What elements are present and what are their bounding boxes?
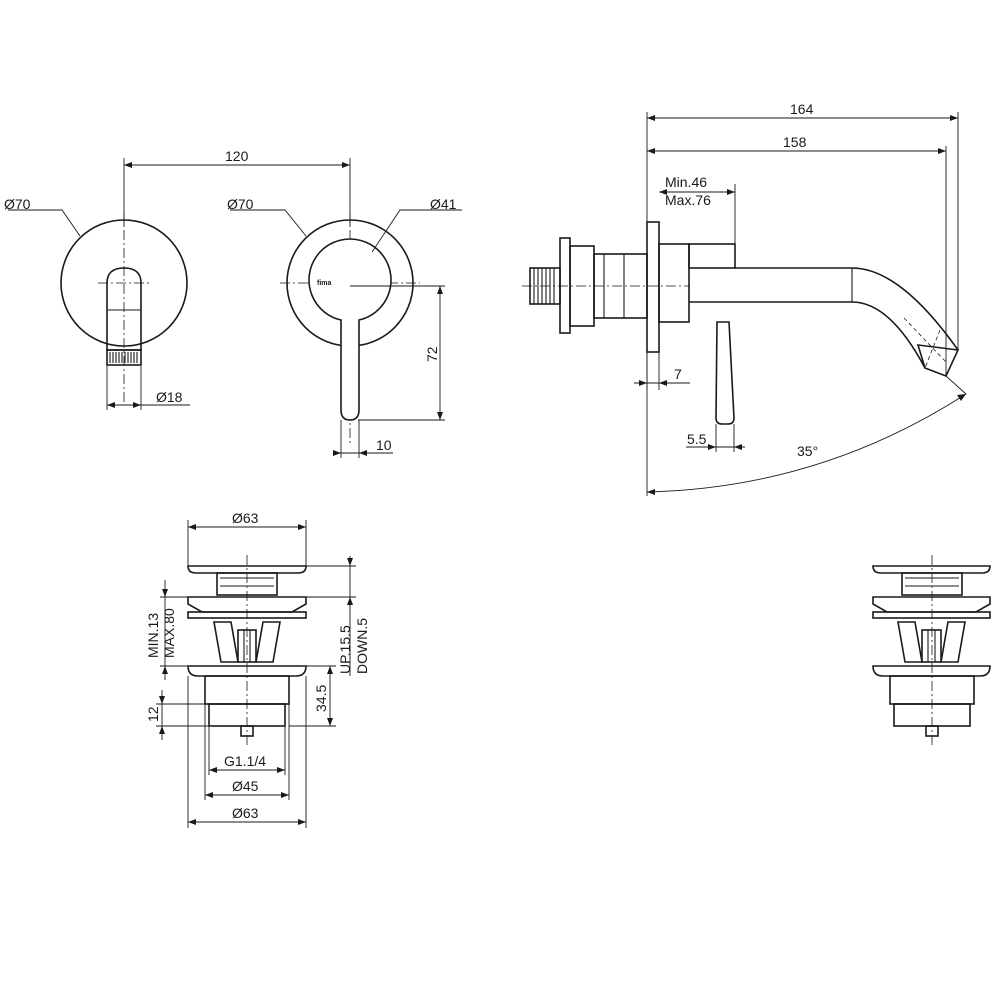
dim-body-dia-left: Ø70: [4, 196, 31, 212]
dim-stroke-down: DOWN.5: [354, 618, 370, 674]
dim-handle-thickness: 5.5: [687, 431, 707, 447]
dim-base-dia-large: Ø63: [232, 805, 259, 821]
dim-wall-max: Max.76: [665, 192, 711, 208]
dim-handle-dia: Ø41: [430, 196, 457, 212]
dim-angle: 35°: [797, 443, 818, 459]
dim-body-dia-right: Ø70: [227, 196, 254, 212]
dim-base-dia-small: Ø45: [232, 778, 259, 794]
waste-dimensioned-view: Ø63 MIN.13 MAX.80 UP.15.5 DOWN.5 34.5 12: [145, 510, 370, 828]
dim-plate-thickness: 7: [674, 366, 682, 382]
side-view: 164 158 Min.46 Max.76 7 5.5 35°: [522, 101, 967, 496]
dim-travel-max: MAX.80: [161, 608, 177, 658]
dim-travel-min: MIN.13: [145, 613, 161, 658]
dim-centers: 120: [123, 148, 351, 226]
dim-len-spout: 158: [783, 134, 807, 150]
dim-wall-min: Min.46: [665, 174, 707, 190]
dim-thread: G1.1/4: [224, 753, 266, 769]
dim-centers-text: 120: [225, 148, 249, 164]
dim-thread-height: 12: [145, 706, 161, 722]
waste-plain-view: [872, 555, 991, 745]
dim-handle-width: 10: [376, 437, 392, 453]
dim-cap-dia: Ø63: [232, 510, 259, 526]
dim-spout-dia: Ø18: [156, 389, 183, 405]
spout-front-view: Ø70 Ø18: [4, 196, 190, 410]
brand-logo: fima: [317, 280, 332, 287]
dim-len-total: 164: [790, 101, 814, 117]
handle-front-view: fima Ø70 Ø41 72 10: [227, 196, 462, 458]
dim-handle-len: 72: [424, 346, 440, 362]
dim-body-height: 34.5: [313, 685, 329, 712]
dim-stroke-up: UP.15.5: [337, 625, 353, 674]
